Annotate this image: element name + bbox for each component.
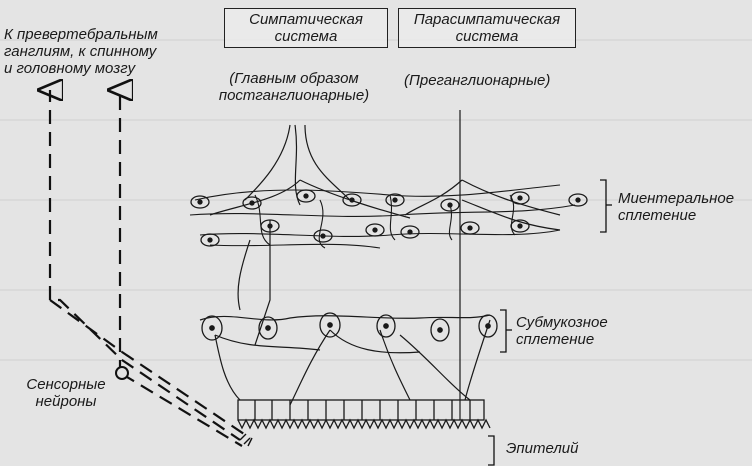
sensory-line-1: Сенсорные <box>26 376 106 393</box>
neuron <box>342 193 362 207</box>
sensory-line-2: нейроны <box>35 393 97 410</box>
neuron <box>365 223 385 237</box>
neuron <box>430 318 450 342</box>
neuron <box>440 198 460 212</box>
myenteric-plexus-label: Миентеральное сплетение <box>618 190 734 224</box>
neuron <box>319 312 341 338</box>
myenteric-plexus <box>189 184 576 249</box>
sympathetic-system-box: Симпатическая система <box>224 8 388 48</box>
prevertebral-line-1: К превертебральным <box>4 26 158 43</box>
submucosal-neurons <box>201 312 498 342</box>
sympathetic-note-line-2: постганглионарные) <box>218 87 370 104</box>
neuron <box>400 225 420 239</box>
sensory-endings <box>239 433 253 447</box>
myenteric-line-2: сплетение <box>618 207 697 224</box>
sensory-neurons-label: Сенсорные нейроны <box>18 376 114 410</box>
neuron <box>296 189 316 203</box>
sensory-pathway <box>50 90 251 447</box>
neuron <box>376 314 396 338</box>
parasympathetic-line-1: Парасимпатическая <box>413 11 561 28</box>
neuron <box>510 191 530 205</box>
neuron <box>385 193 405 207</box>
parasympathetic-line-2: система <box>455 28 519 45</box>
sympathetic-line-1: Симпатическая <box>249 11 363 28</box>
prevertebral-label: К превертебральным ганглиям, к спинному … <box>4 26 158 77</box>
neuron <box>568 193 588 207</box>
epithelium-layer <box>237 399 491 430</box>
neuron <box>258 316 278 340</box>
neuron <box>201 315 223 341</box>
prevertebral-line-3: и головному мозгу <box>4 60 136 77</box>
myenteric-neurons <box>190 189 588 247</box>
neuron <box>313 229 333 243</box>
background-texture <box>0 39 752 361</box>
parasympathetic-note: (Преганглионарные) <box>404 72 551 89</box>
sympathetic-note: (Главным образом постганглионарные) <box>212 70 376 104</box>
submucosal-plexus-label: Субмукозное сплетение <box>516 314 608 348</box>
neuron <box>510 219 530 233</box>
neuron <box>242 196 262 210</box>
submucosal-line-1: Субмукозное <box>516 314 608 331</box>
submucosal-line-2: сплетение <box>516 331 595 348</box>
submucosal-plexus <box>199 314 491 406</box>
parasympathetic-system-box: Парасимпатическая система <box>398 8 576 48</box>
sympathetic-line-2: система <box>274 28 338 45</box>
neuron <box>478 314 498 338</box>
epithelium-label: Эпителий <box>506 440 579 457</box>
neuron <box>460 221 480 235</box>
neuron <box>260 219 280 233</box>
neuron <box>190 195 210 209</box>
myenteric-line-1: Миентеральное <box>618 190 735 207</box>
sympathetic-note-line-1: (Главным образом <box>229 70 359 87</box>
label-brackets <box>488 179 612 466</box>
prevertebral-line-2: ганглиям, к спинному <box>4 43 157 60</box>
autonomic-fibers <box>209 110 561 420</box>
sensory-cell-body <box>115 366 129 380</box>
neuron <box>200 233 220 247</box>
